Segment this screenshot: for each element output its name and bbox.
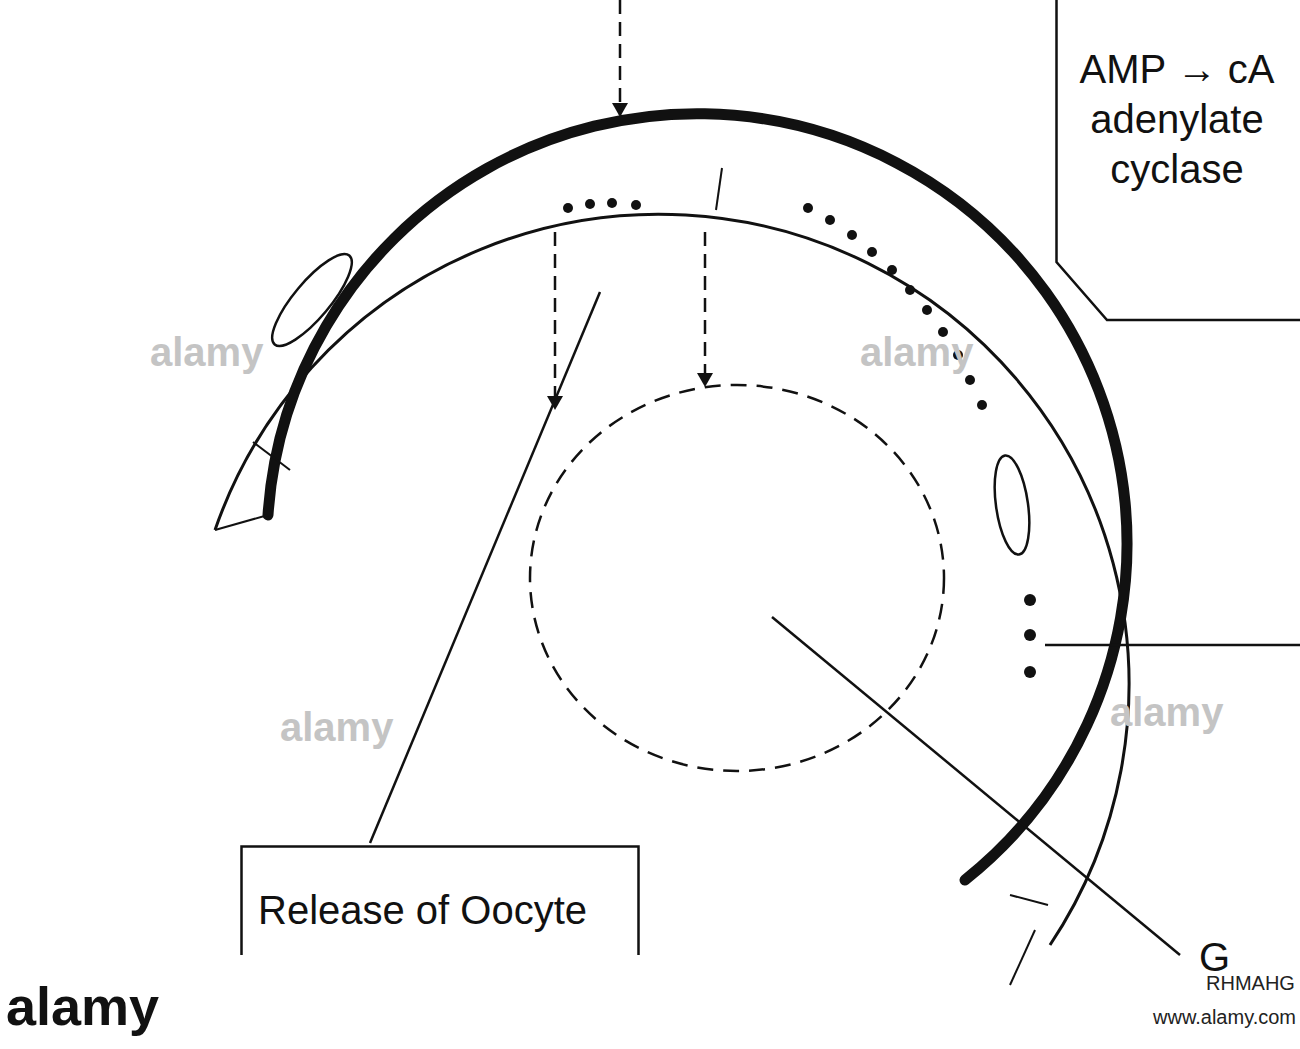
watermark: alamy — [280, 705, 393, 750]
watermark: alamy — [860, 330, 973, 375]
callout-box: AMP → cA adenylate cyclase — [1055, 0, 1300, 322]
watermark: alamy — [1110, 690, 1223, 735]
watermark: alamy — [150, 330, 263, 375]
watermark: RHMAHG — [1206, 972, 1295, 995]
node-text: Release of Oocyte — [258, 885, 628, 935]
node-text: AMP → cA adenylate cyclase — [1067, 44, 1287, 194]
watermark: alamy — [6, 975, 159, 1037]
label-box: Release of Oocyte — [240, 845, 640, 955]
watermark: www.alamy.com — [1153, 1006, 1296, 1029]
